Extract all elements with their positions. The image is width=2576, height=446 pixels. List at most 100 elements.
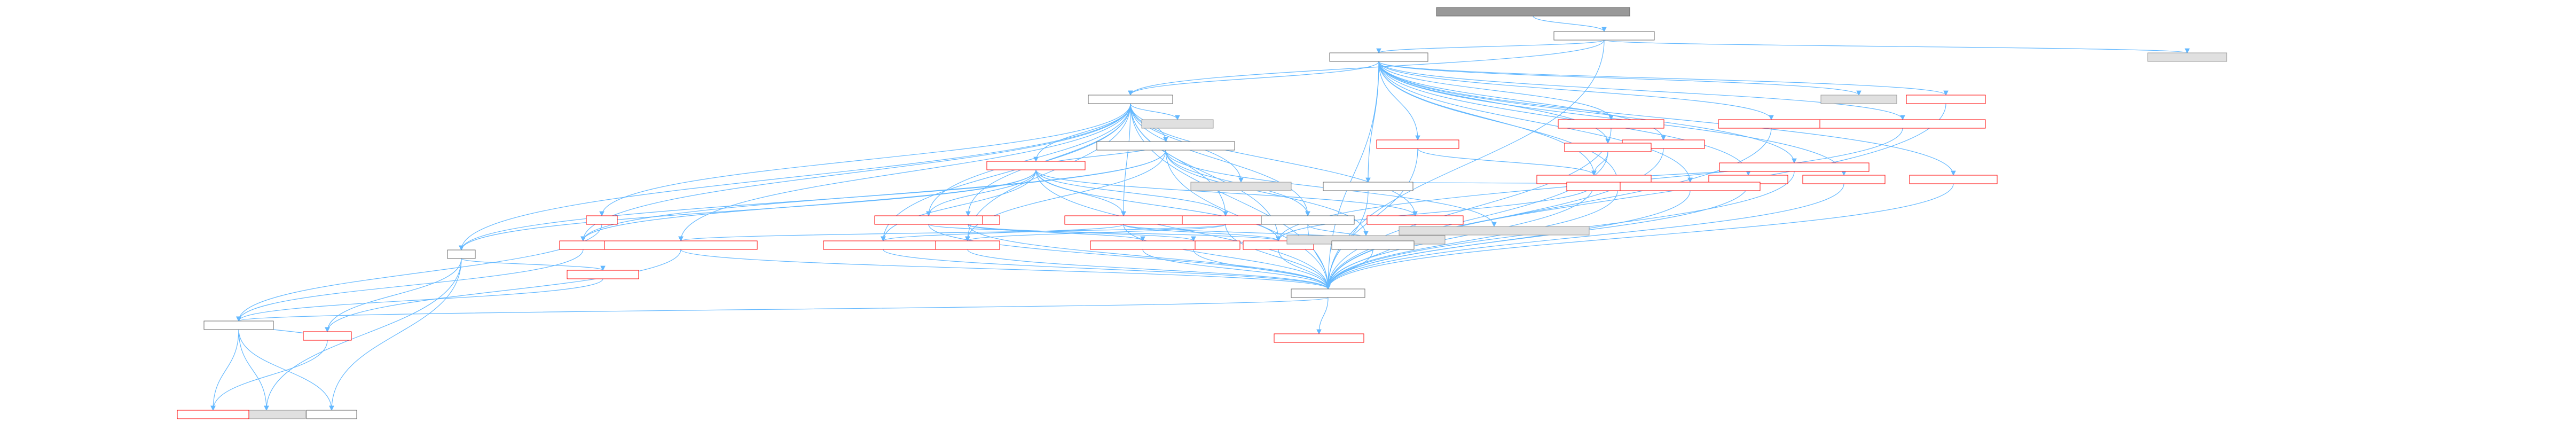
node-box	[1088, 95, 1173, 104]
graph-node[interactable]	[1802, 175, 1886, 184]
dependency-edge	[1165, 150, 1369, 237]
edges-layer	[210, 15, 2190, 411]
graph-node[interactable]	[823, 240, 944, 250]
dependency-edge	[1378, 61, 1774, 121]
graph-node[interactable]	[1090, 240, 1196, 250]
graph-node[interactable]	[1329, 52, 1428, 62]
dependency-edge	[1325, 183, 1954, 290]
node-box	[306, 410, 357, 419]
graph-node[interactable]	[1190, 182, 1292, 191]
graph-node[interactable]	[1558, 119, 1664, 129]
graph-node[interactable]	[604, 240, 758, 250]
dependency-edge	[1325, 190, 1618, 290]
node-box	[203, 320, 274, 330]
graph-node[interactable]	[1436, 7, 1630, 17]
node-box	[823, 240, 944, 250]
node-box	[1436, 7, 1630, 17]
dependency-edge	[459, 103, 1131, 251]
graph-node[interactable]	[1323, 182, 1413, 191]
dependency-edge	[1378, 61, 1693, 183]
node-box	[1141, 119, 1214, 129]
graph-node[interactable]	[203, 320, 274, 330]
dependency-edge	[210, 329, 239, 411]
dependency-edge	[599, 103, 1131, 217]
dependency-edge	[325, 249, 681, 333]
graph-node[interactable]	[1331, 240, 1415, 250]
dependency-edge	[238, 329, 334, 411]
nodes-layer	[177, 7, 2227, 419]
dependency-edge	[680, 249, 1331, 290]
graph-node[interactable]	[935, 240, 1000, 250]
dependency-edge	[1142, 249, 1331, 290]
dependency-edge	[928, 224, 1281, 242]
node-box	[1090, 240, 1196, 250]
dependency-edge	[1417, 148, 1597, 176]
dependency-edge	[1325, 128, 1772, 290]
node-box	[604, 240, 758, 250]
graph-node[interactable]	[986, 161, 1086, 170]
dependency-edge	[1316, 297, 1329, 335]
graph-node[interactable]	[1909, 175, 1998, 184]
dependency-edge	[1225, 224, 1331, 290]
dependency-edge	[1365, 61, 1379, 183]
dependency-edge	[968, 224, 1331, 290]
graph-node[interactable]	[1399, 226, 1590, 236]
dependency-edge	[461, 258, 606, 271]
node-box	[586, 215, 618, 225]
graph-node[interactable]	[1620, 182, 1761, 191]
node-box	[2147, 52, 2227, 62]
graph-node[interactable]	[303, 331, 352, 341]
graph-node[interactable]	[1088, 95, 1173, 104]
graph-node[interactable]	[1366, 215, 1464, 225]
graph-node[interactable]	[1141, 119, 1214, 129]
graph-node[interactable]	[1274, 333, 1364, 343]
graph-node[interactable]	[1291, 288, 1365, 298]
dependency-edge	[1278, 249, 1331, 290]
graph-node[interactable]	[1819, 119, 1986, 129]
graph-node[interactable]	[1096, 141, 1235, 151]
graph-node[interactable]	[1376, 139, 1459, 149]
node-box	[1718, 119, 1825, 129]
graph-node[interactable]	[1064, 215, 1183, 225]
dependency-edge	[678, 103, 1131, 242]
dependency-edge	[1123, 224, 1281, 242]
dependency-edge	[236, 249, 584, 322]
graph-node[interactable]	[559, 240, 607, 250]
node-box	[1906, 95, 1986, 104]
graph-node[interactable]	[586, 215, 618, 225]
node-box	[1291, 288, 1365, 298]
node-box	[1558, 119, 1664, 129]
dependency-edge	[1533, 15, 1607, 33]
graph-node[interactable]	[1553, 31, 1655, 41]
graph-node[interactable]	[2147, 52, 2227, 62]
graph-node[interactable]	[1719, 162, 1870, 172]
graph-node[interactable]	[1261, 215, 1355, 225]
dependency-edge	[1130, 103, 1180, 121]
node-box	[1620, 182, 1761, 191]
graph-node[interactable]	[447, 249, 476, 259]
graph-node[interactable]	[177, 410, 249, 419]
dependency-edge	[926, 103, 1131, 217]
dependency-edge	[1130, 103, 1331, 290]
dependency-edge	[1378, 61, 1751, 176]
graph-node[interactable]	[874, 215, 983, 225]
dependency-edge	[678, 224, 1226, 242]
dependency-edge	[1378, 61, 1956, 176]
node-box	[1553, 31, 1655, 41]
dependency-edge	[459, 150, 1166, 251]
graph-node[interactable]	[1820, 95, 1897, 104]
dependency-edge	[1378, 61, 1847, 176]
node-box	[1819, 119, 1986, 129]
dependency-edge	[580, 103, 1131, 242]
graph-node[interactable]	[1718, 119, 1825, 129]
dependency-edge	[968, 224, 1145, 242]
dependency-edge	[329, 258, 462, 411]
dependency-edge	[926, 169, 1036, 217]
graph-node[interactable]	[306, 410, 357, 419]
graph-node[interactable]	[567, 270, 639, 279]
dependency-edge	[1033, 103, 1131, 162]
graph-node[interactable]	[1906, 95, 1986, 104]
dependency-edge	[236, 297, 1329, 322]
graph-node[interactable]	[1564, 143, 1652, 152]
